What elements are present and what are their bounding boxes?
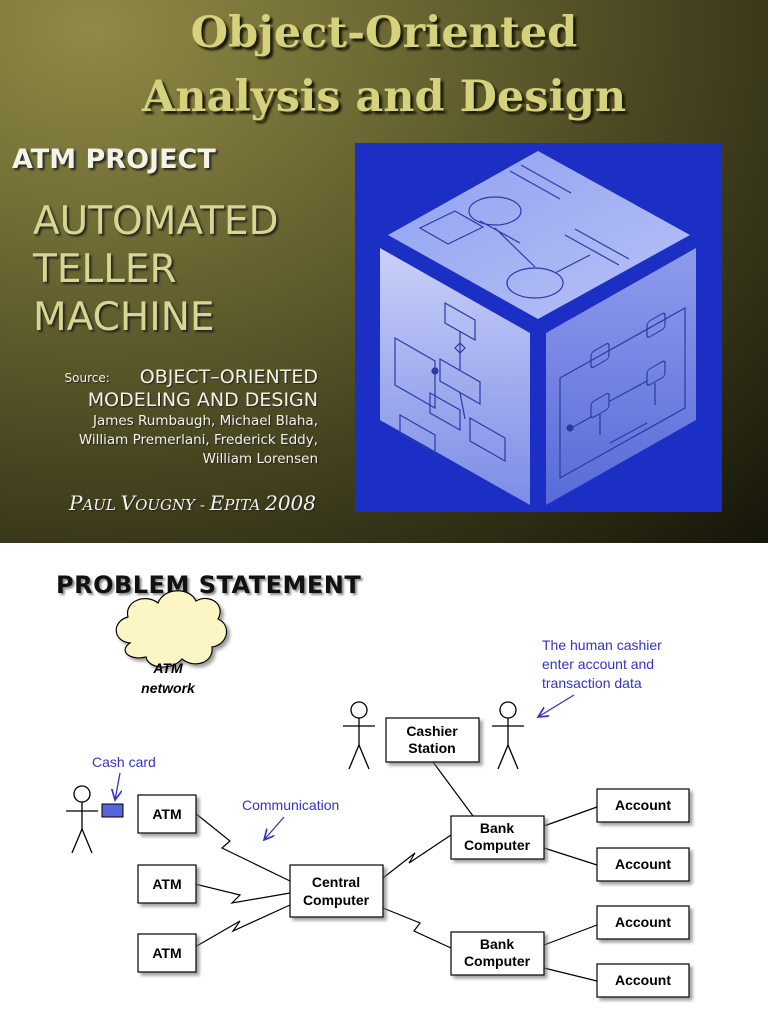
cashier-station-line2: Station <box>408 740 455 756</box>
bank-computer-line1: Bank <box>480 820 514 836</box>
link-bank2-account3 <box>543 924 598 946</box>
atm-box-3: ATM <box>137 933 197 973</box>
account-box-2: Account <box>596 847 690 882</box>
note-cashier-arrow <box>538 694 575 717</box>
link-central-bank1 <box>382 834 452 879</box>
slide-heading: PROBLEM STATEMENT <box>56 571 362 599</box>
link-atm1-central <box>194 812 291 882</box>
cashier-figure-right <box>492 701 524 770</box>
slide-title-line1: Object-Oriented <box>190 8 578 58</box>
subtitle-line: TELLER <box>33 247 177 292</box>
authors-line: James Rumbaugh, Michael Blaha, <box>92 412 318 429</box>
connections <box>194 761 598 982</box>
atm-network-diagram: ATM network <box>66 590 690 998</box>
authors-line: William Lorensen <box>202 450 318 467</box>
subtitle-line: MACHINE <box>33 295 215 340</box>
central-computer-line2: Computer <box>303 892 370 908</box>
author-credit-text: PAUL VOUGNY - EPITA 2008 <box>68 491 316 515</box>
account-label: Account <box>615 856 671 872</box>
link-cashier-bank1 <box>432 761 474 817</box>
note-communication-arrow <box>264 816 285 840</box>
note-cashier-line2: enter account and <box>542 656 654 672</box>
bank-computer-line2: Computer <box>464 837 531 853</box>
account-box-4: Account <box>596 963 690 998</box>
account-label: Account <box>615 797 671 813</box>
note-cashier-line1: The human cashier <box>542 637 662 653</box>
bank-computer-line1: Bank <box>480 936 514 952</box>
cube-illustration <box>355 143 722 512</box>
problem-statement-slide: PROBLEM STATEMENT <box>0 543 768 1024</box>
cashier-figure-left <box>343 701 375 770</box>
cloud-label-line1: ATM <box>152 660 183 676</box>
link-bank1-account2 <box>543 847 598 866</box>
customer-figure <box>66 785 98 854</box>
link-bank2-account4 <box>543 967 598 982</box>
account-box-1: Account <box>596 788 690 823</box>
atm-box-1: ATM <box>137 794 197 834</box>
bank-computer-line2: Computer <box>464 953 531 969</box>
cloud-label-line2: network <box>141 680 196 696</box>
slide-title-line2: Analysis and Design <box>141 72 627 122</box>
source-citation: Source: OBJECT–ORIENTED MODELING AND DESI… <box>18 366 318 469</box>
book-title-line2: MODELING AND DESIGN <box>87 388 318 411</box>
account-label: Account <box>615 972 671 988</box>
authors-line: William Premerlani, Frederick Eddy, <box>78 431 318 448</box>
link-atm3-central <box>194 904 291 948</box>
cash-card-icon <box>101 803 124 818</box>
link-central-bank2 <box>382 907 452 949</box>
bank-computer-box-2: Bank Computer <box>450 931 545 976</box>
atm-box-2: ATM <box>137 864 197 904</box>
book-title-line1: OBJECT–ORIENTED <box>139 366 318 388</box>
author-credit: PAUL VOUGNY - EPITA 2008 <box>68 490 318 523</box>
atm-label: ATM <box>152 876 181 892</box>
account-label: Account <box>615 914 671 930</box>
project-label: ATM PROJECT <box>12 144 216 175</box>
note-communication: Communication <box>242 797 339 813</box>
authors: James Rumbaugh, Michael Blaha, William P… <box>18 412 318 469</box>
subtitle: AUTOMATED TELLER MACHINE <box>33 198 279 342</box>
link-atm2-central <box>194 883 291 904</box>
bank-computer-box-1: Bank Computer <box>450 815 545 860</box>
atm-network-cloud: ATM network <box>115 590 228 696</box>
account-box-3: Account <box>596 905 690 940</box>
svg-text:PAUL VOUGNY - EPITA 2008: PAUL VOUGNY - EPITA 2008 <box>68 491 316 515</box>
title-slide: Object-Oriented Analysis and Design ATM … <box>0 0 768 543</box>
central-computer-line1: Central <box>312 874 360 890</box>
central-computer-box: Central Computer <box>289 864 384 918</box>
cashier-station-line1: Cashier <box>406 723 458 739</box>
atm-label: ATM <box>152 945 181 961</box>
atm-label: ATM <box>152 806 181 822</box>
note-cashier-line3: transaction data <box>542 675 642 691</box>
subtitle-line: AUTOMATED <box>33 199 279 244</box>
source-label: Source: <box>64 370 110 385</box>
link-bank1-account1 <box>543 806 598 827</box>
cashier-station-box: Cashier Station <box>385 717 480 763</box>
note-cash-card-arrow <box>115 772 120 800</box>
note-cash-card: Cash card <box>92 754 156 770</box>
